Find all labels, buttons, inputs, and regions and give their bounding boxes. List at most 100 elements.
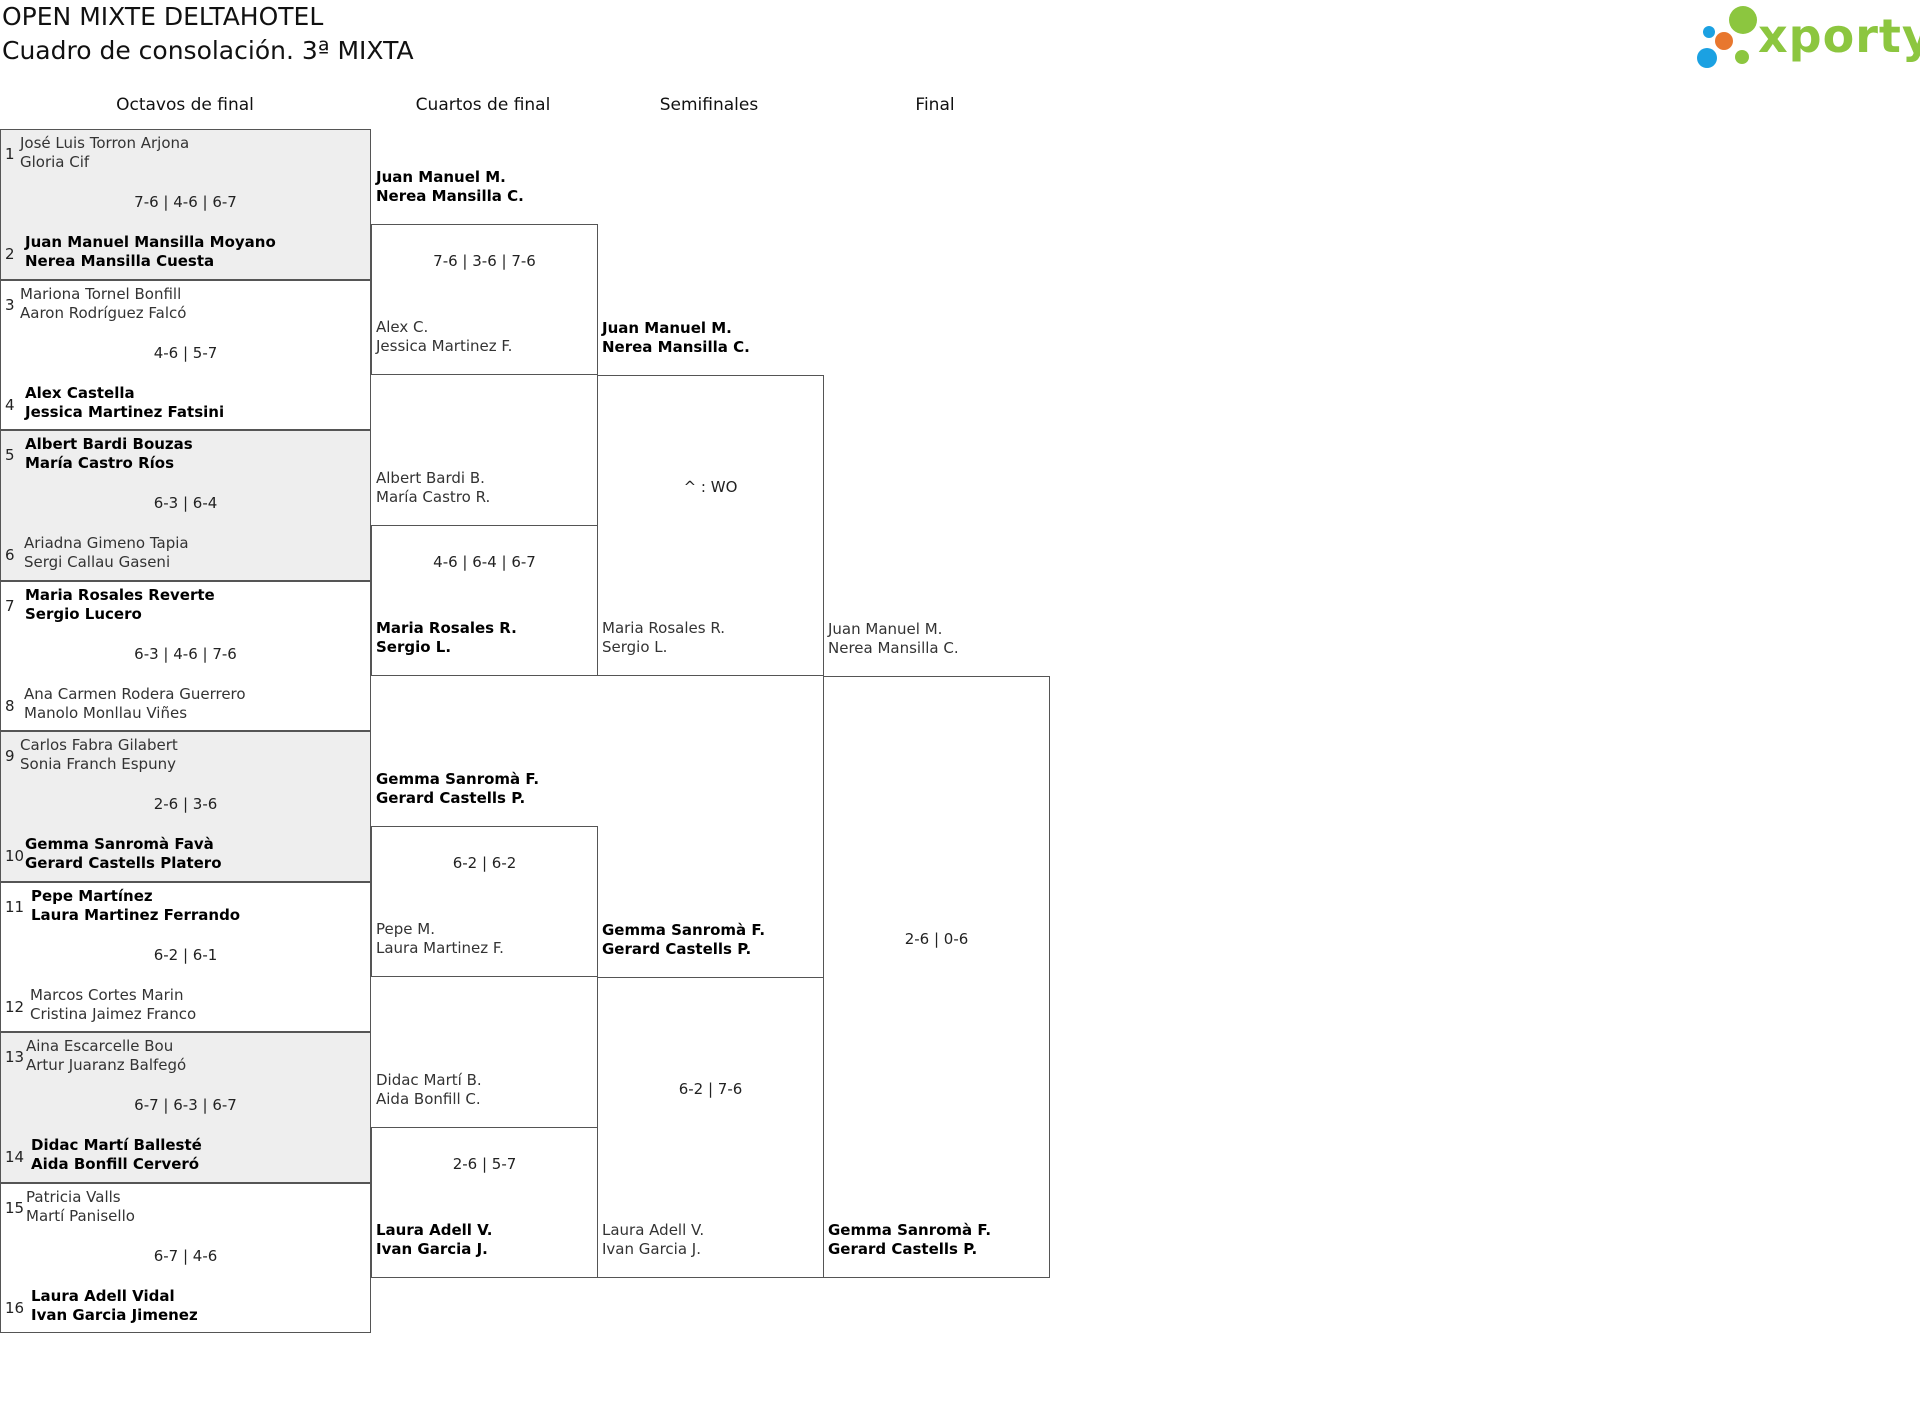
qf-match-3[interactable]: [371, 826, 598, 977]
player-name: Nerea Mansilla C.: [376, 187, 524, 206]
player-name: Laura Martinez Ferrando: [31, 905, 241, 924]
player-name: Pepe Martínez: [31, 886, 153, 905]
team-top: Gemma Sanromà F.Gerard Castells P.: [602, 921, 765, 959]
match-score: 2-6 | 5-7: [452, 1155, 517, 1174]
r16-match-3[interactable]: [0, 430, 371, 581]
player-name: Didac Martí Ballesté: [31, 1136, 202, 1154]
r16-match-1[interactable]: [0, 129, 371, 280]
final-match[interactable]: [823, 675, 1050, 1278]
seed-number: 3: [5, 295, 15, 314]
xporty-logo[interactable]: xporty: [1695, 4, 1920, 70]
seed-number: 1: [5, 145, 15, 163]
team-bottom: Maria Rosales R.Sergio L.: [602, 619, 725, 657]
player-name: Aida Bonfill C.: [376, 1090, 481, 1109]
team-top: Juan Manuel M.Nerea Mansilla C.: [828, 620, 959, 658]
r16-match-7[interactable]: [0, 1032, 371, 1183]
player-name: Gemma Sanromà F.: [828, 1220, 992, 1239]
round-header-cuartos: Cuartos de final: [415, 95, 551, 115]
player-name: Laura Adell V.: [602, 1220, 705, 1239]
team-bottom: Alex C.Jessica Martinez F.: [376, 318, 512, 356]
page-subtitle: Cuadro de consolación. 3ª MIXTA: [2, 36, 414, 65]
player-name: Aaron Rodríguez Falcó: [20, 303, 187, 322]
qf-match-1[interactable]: [371, 224, 598, 375]
player-name: Patricia Valls: [26, 1187, 121, 1206]
match-score: ^ : WO: [683, 477, 738, 496]
logo-dot-orange: [1715, 32, 1733, 50]
player-name: María Castro R.: [376, 488, 491, 507]
player-name: Maria Rosales R.: [602, 618, 725, 637]
player-name: Ana Carmen Rodera Guerrero: [24, 684, 246, 703]
player-name: Aida Bonfill Cerveró: [31, 1155, 200, 1173]
player-name: Gemma Sanromà Favà: [25, 835, 214, 853]
player-name: Juan Manuel M.: [602, 318, 732, 337]
player-name: Laura Martinez F.: [376, 939, 504, 958]
sf-match-1[interactable]: [597, 374, 824, 676]
player-name: Juan Manuel Mansilla Moyano: [25, 233, 276, 251]
round-header-octavos: Octavos de final: [116, 95, 254, 115]
match-score: 6-7 | 4-6: [153, 1246, 218, 1265]
logo-dot-blue-small: [1703, 26, 1715, 38]
seed-number: 9: [5, 747, 15, 765]
seed-number: 7: [5, 596, 15, 615]
seed-number: 8: [5, 696, 15, 715]
player-name: Ivan Garcia J.: [376, 1240, 488, 1259]
player-name: Gloria Cif: [20, 153, 90, 171]
match-score: 7-6 | 4-6 | 6-7: [134, 193, 237, 211]
match-score: 7-6 | 3-6 | 7-6: [433, 252, 536, 271]
player-name: Ivan Garcia Jimenez: [31, 1305, 198, 1324]
logo-wordmark: xporty: [1758, 9, 1920, 63]
seed-number: 2: [5, 245, 15, 263]
round-header-final: Final: [915, 95, 955, 115]
player-name: Carlos Fabra Gilabert: [20, 736, 178, 754]
player-name: Aina Escarcelle Bou: [26, 1037, 174, 1055]
player-name: Sergi Callau Gaseni: [24, 553, 171, 571]
team-bottom: Gemma Sanromà F.Gerard Castells P.: [828, 1221, 991, 1259]
round-header-semifinales: Semifinales: [659, 95, 759, 115]
seed-number: 12: [5, 997, 25, 1016]
r16-match-2[interactable]: [0, 279, 371, 430]
seed-number: 15: [5, 1198, 25, 1217]
player-name: Gerard Castells P.: [602, 939, 752, 958]
player-name: Laura Adell V.: [376, 1221, 493, 1240]
player-name: Pepe M.: [376, 920, 435, 939]
player-name: Nerea Mansilla C.: [602, 337, 750, 356]
team-top: Didac Martí B.Aida Bonfill C.: [376, 1071, 482, 1109]
match-score: 6-3 | 6-4: [153, 494, 218, 512]
r16-match-5[interactable]: [0, 731, 371, 882]
player-name: Nerea Mansilla Cuesta: [25, 252, 215, 270]
player-name: Gerard Castells P.: [828, 1239, 978, 1258]
player-name: Jessica Martinez F.: [376, 337, 513, 356]
player-name: Sergio L.: [376, 638, 452, 657]
match-score: 2-6 | 3-6: [153, 795, 218, 813]
r16-match-4[interactable]: [0, 580, 371, 731]
player-name: Alex Castella: [25, 383, 135, 402]
match-score: 2-6 | 0-6: [904, 929, 969, 948]
team-top: Gemma Sanromà F.Gerard Castells P.: [376, 770, 539, 808]
player-name: Ariadna Gimeno Tapia: [24, 534, 189, 552]
seed-number: 10: [5, 847, 25, 865]
player-name: Gemma Sanromà F.: [602, 920, 766, 939]
team-top: Albert Bardi B.María Castro R.: [376, 469, 490, 507]
player-name: Maria Rosales R.: [376, 619, 517, 638]
seed-number: 4: [5, 395, 15, 414]
r16-match-8[interactable]: [0, 1182, 371, 1333]
team-bottom: Pepe M.Laura Martinez F.: [376, 920, 504, 958]
player-name: Gerard Castells P.: [376, 789, 526, 808]
r16-match-6[interactable]: [0, 881, 371, 1032]
player-name: Manolo Monllau Viñes: [24, 703, 188, 722]
player-name: Sergio Lucero: [25, 604, 142, 623]
player-name: Cristina Jaimez Franco: [30, 1004, 197, 1023]
seed-number: 13: [5, 1048, 25, 1066]
